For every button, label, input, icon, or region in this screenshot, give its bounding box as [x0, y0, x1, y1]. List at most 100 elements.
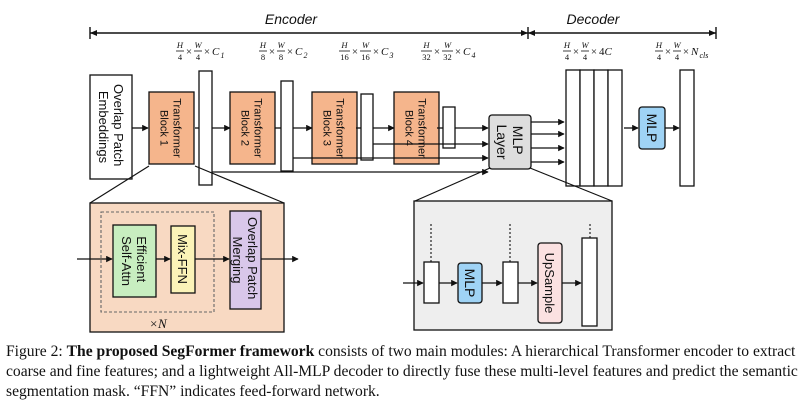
merging-label: Overlap Patch Merging — [230, 217, 260, 303]
transformer-block-label: TransformerBlock 3 — [321, 98, 346, 158]
upsample-label: UpSample — [542, 253, 557, 314]
efficient-attn-box — [112, 224, 157, 298]
dim-channels: 4C — [599, 46, 613, 58]
mix-ffn-label: Mix-FFN — [175, 234, 190, 284]
encoder-label: Encoder — [265, 11, 318, 27]
feature-bars — [198, 70, 456, 186]
decoder-bar-3 — [593, 69, 609, 187]
encoder-arrows — [132, 124, 489, 176]
feature-map-3 — [360, 93, 374, 161]
dim-channels: C — [295, 46, 303, 58]
decoder-arrows — [531, 118, 680, 166]
times-sign: × — [455, 46, 461, 58]
dim-channels: C — [212, 46, 220, 58]
dim-numerator: H — [340, 40, 348, 50]
transformer-block-label: TransformerBlock 1 — [158, 98, 183, 158]
dim-numerator: W — [277, 40, 285, 50]
dim-channels: C — [381, 46, 389, 58]
times-sign: × — [573, 46, 579, 58]
dim-channels: C — [463, 46, 471, 58]
caption-body: consists of two main modules: A hierarch… — [6, 343, 798, 400]
dim-denominator: 4 — [583, 52, 588, 62]
dim-numerator: W — [194, 40, 202, 50]
times-sign: × — [269, 46, 275, 58]
decoder-mlp-box — [638, 106, 666, 150]
dim-denominator: 4 — [565, 52, 570, 62]
efficient-attn-label: Efficient Self-Attn — [119, 236, 149, 286]
decoder-bar-1 — [565, 69, 581, 187]
dim-numerator: H — [176, 40, 184, 50]
dim-denominator: 4 — [178, 52, 183, 62]
repeat-box — [100, 211, 215, 313]
dim-denominator: 32 — [422, 52, 431, 62]
dim-numerator: W — [673, 40, 681, 50]
dim-numerator: H — [563, 40, 571, 50]
times-sign: × — [352, 46, 358, 58]
caption-title: The proposed SegFormer framework — [66, 343, 315, 360]
repeat-label: ×N — [149, 316, 168, 331]
dim-denominator: 8 — [279, 52, 283, 62]
mix-ffn-box — [170, 225, 196, 294]
dim-denominator: 8 — [261, 52, 265, 62]
transformer-block-2: TransformerBlock 2 — [229, 91, 276, 165]
dim-numerator: W — [581, 40, 589, 50]
times-sign: × — [591, 46, 597, 58]
dim-subscript: 1 — [221, 51, 225, 60]
dim-channels: N — [690, 46, 699, 58]
transformer-block-4: TransformerBlock 4 — [393, 91, 440, 165]
dim-subscript: 2 — [304, 51, 308, 60]
caption-label: Figure 2: — [6, 343, 63, 360]
times-sign: × — [683, 46, 689, 58]
patch-embed-box — [89, 74, 133, 180]
dim-denominator: 4 — [196, 52, 201, 62]
times-sign: × — [204, 46, 210, 58]
feature-map-4 — [442, 106, 456, 149]
header-span — [89, 27, 717, 39]
mlp-detail-box — [457, 262, 483, 304]
transformer-blocks: TransformerBlock 1 TransformerBlock 2 Tran… — [148, 91, 440, 165]
dim-subscript: 4 — [472, 51, 476, 60]
dim-denominator: 4 — [675, 52, 680, 62]
transformer-block-label: TransformerBlock 2 — [239, 98, 264, 158]
decoder-mlp-label: MLP — [644, 114, 660, 143]
dim-subscript: 3 — [389, 51, 394, 60]
dim-denominator: 16 — [361, 52, 370, 62]
figure-caption: Figure 2: The proposed SegFormer framewo… — [6, 342, 798, 402]
transformer-block-1: TransformerBlock 1 — [148, 91, 195, 165]
dim-numerator: H — [422, 40, 430, 50]
decoder-label: Decoder — [567, 11, 621, 27]
transformer-block-3: TransformerBlock 3 — [311, 91, 358, 165]
dim-numerator: H — [259, 40, 267, 50]
mlp-in-bar — [423, 261, 440, 304]
mlp-detail-label: MLP — [462, 269, 478, 298]
dim-numerator: H — [655, 40, 663, 50]
times-sign: × — [287, 46, 293, 58]
decoder-bar-4 — [607, 69, 623, 187]
mlp-layer-box — [488, 114, 532, 170]
transformer-block-label: TransformerBlock 4 — [403, 98, 428, 158]
feature-map-2 — [280, 80, 294, 172]
dim-subscript: cls — [700, 51, 709, 60]
times-sign: × — [434, 46, 440, 58]
zoom-lines — [89, 165, 613, 204]
dim-denominator: 4 — [657, 52, 662, 62]
times-sign: × — [373, 46, 379, 58]
merging-box — [229, 210, 262, 310]
output-mask-bar — [679, 69, 695, 187]
upsample-box — [537, 242, 563, 324]
transformer-block-box — [393, 91, 440, 165]
transformer-block-box — [148, 91, 195, 165]
transformer-block-box — [229, 91, 276, 165]
mlp-mid-bar — [502, 261, 519, 304]
mlp-out-bar — [581, 237, 598, 327]
decoder-concat-dim: H4×W4×4C — [563, 40, 613, 62]
dim-denominator: 16 — [340, 52, 349, 62]
dim-numerator: W — [362, 40, 370, 50]
decoder-concat — [565, 69, 623, 187]
times-sign: × — [665, 46, 671, 58]
